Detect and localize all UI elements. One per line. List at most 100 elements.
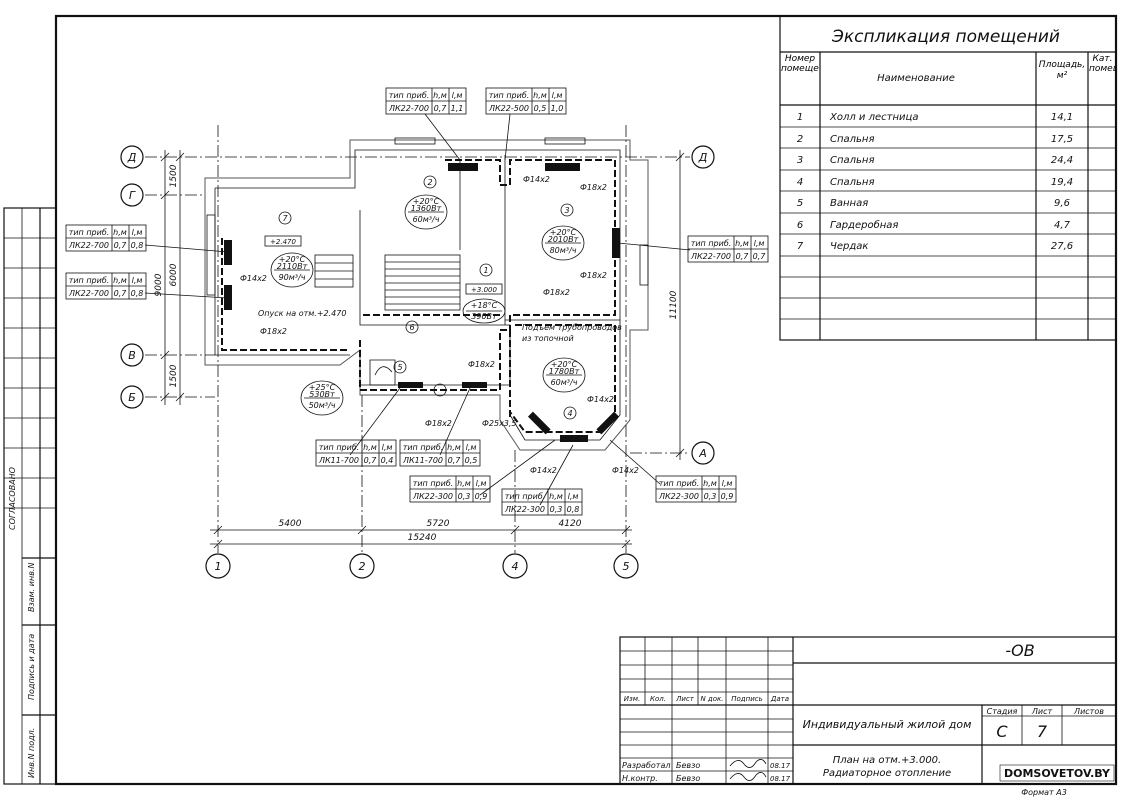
row-num: 7 bbox=[797, 241, 804, 252]
svg-text:0,7: 0,7 bbox=[736, 252, 750, 261]
radiator bbox=[462, 382, 487, 388]
row-name: Спальня bbox=[830, 155, 875, 166]
axis-number: 1 bbox=[215, 560, 222, 573]
row-area: 9,6 bbox=[1054, 198, 1070, 209]
svg-text:0,8: 0,8 bbox=[131, 241, 144, 250]
svg-text:тип приб.: тип приб. bbox=[69, 276, 110, 285]
pipe-label: Ф14х2 bbox=[587, 395, 614, 404]
row-num: 6 bbox=[797, 220, 803, 231]
svg-text:60м³/ч: 60м³/ч bbox=[551, 378, 578, 387]
svg-text:l,м: l,м bbox=[382, 443, 393, 452]
descent-label: Опуск на отм.+2.470 bbox=[258, 309, 346, 318]
svg-text:l,м: l,м bbox=[476, 479, 487, 488]
dim-bottom: 4120 bbox=[559, 519, 582, 529]
room-number: 3 bbox=[564, 206, 569, 215]
agreed-label: СОГЛАСОВАНО bbox=[8, 467, 17, 530]
row-area: 14,1 bbox=[1051, 112, 1073, 123]
dim-left: 1500 bbox=[169, 364, 179, 387]
dim-bottom: 5400 bbox=[279, 519, 302, 529]
pipe-label: Ф14х2 bbox=[612, 466, 639, 475]
svg-text:h,м: h,м bbox=[433, 91, 447, 100]
floor-plan: 2 3 7 1 4 6 5 +20°C 1360Вт 60м³/ч +20°C … bbox=[144, 113, 691, 506]
sheet-label: Лист bbox=[1031, 707, 1053, 716]
pipe-label: Ф18х2 bbox=[580, 271, 607, 280]
object-name: Индивидуальный жилой дом bbox=[803, 718, 972, 731]
svg-text:тип приб.: тип приб. bbox=[489, 91, 530, 100]
room-heat-label: +20°C 1360Вт 60м³/ч bbox=[404, 194, 448, 230]
row-area: 24,4 bbox=[1051, 155, 1073, 166]
dev-date: 08.17 bbox=[770, 762, 791, 770]
svg-text:+20°C: +20°C bbox=[551, 360, 578, 369]
room-heat-label: +20°C 1780Вт 60м³/ч bbox=[542, 357, 586, 393]
riser-label: Подъем трубопроводов bbox=[522, 323, 622, 332]
svg-text:50м³/ч: 50м³/ч bbox=[309, 401, 336, 410]
axis-letter: А bbox=[698, 447, 707, 460]
title-block: Изм. Кол. Лист N док. Подпись Дата -ОВ И… bbox=[619, 636, 1117, 797]
svg-text:тип приб.: тип приб. bbox=[69, 228, 110, 237]
radiator bbox=[224, 240, 232, 265]
svg-text:0,7: 0,7 bbox=[434, 104, 448, 113]
row-name: Холл и лестница bbox=[829, 112, 918, 123]
pipe-label: Ф14х2 bbox=[240, 274, 267, 283]
dim-left: 9000 bbox=[154, 273, 164, 296]
axis-markers: Д Д Г В Б А 1 2 4 5 bbox=[120, 125, 715, 579]
room-number: 5 bbox=[397, 363, 402, 372]
ctrl-date: 08.17 bbox=[770, 775, 791, 783]
ctrl-label: Н.контр. bbox=[622, 774, 658, 783]
axis-number: 4 bbox=[512, 560, 519, 573]
svg-text:0,4: 0,4 bbox=[381, 456, 394, 465]
axis-letter: Д bbox=[698, 151, 708, 164]
riser-label: из топочной bbox=[522, 334, 574, 343]
dim-left: 6000 bbox=[169, 263, 179, 286]
explication-title: Экспликация помещений bbox=[831, 27, 1060, 47]
svg-text:l,м: l,м bbox=[466, 443, 477, 452]
col-label: N док. bbox=[700, 695, 723, 703]
pipe-label: Ф14х2 bbox=[530, 466, 557, 475]
pipe-label: Ф25х3,5 bbox=[482, 419, 517, 428]
level-attic: +2.470 bbox=[270, 238, 296, 246]
radiator bbox=[596, 411, 620, 435]
level-hall: +3.000 bbox=[471, 286, 497, 294]
row-num: 1 bbox=[797, 112, 803, 123]
svg-text:0,3: 0,3 bbox=[458, 492, 471, 501]
room-heat-label: +20°C 2010Вт 80м³/ч bbox=[541, 225, 585, 261]
drawing-title-1: План на отм.+3.000. bbox=[833, 755, 941, 766]
room-number: 6 bbox=[409, 323, 414, 332]
pipe-label: Ф14х2 bbox=[523, 175, 550, 184]
watermark: DOMSOVETOV.BY bbox=[1004, 767, 1111, 780]
svg-text:ЛК11-700: ЛК11-700 bbox=[318, 456, 359, 465]
svg-text:h,м: h,м bbox=[549, 492, 563, 501]
pipe-label: Ф18х2 bbox=[468, 360, 495, 369]
col-label: Изм. bbox=[624, 695, 640, 703]
svg-text:80м³/ч: 80м³/ч bbox=[550, 246, 577, 255]
dim-left: 1500 bbox=[169, 164, 179, 187]
header-area: Площадь, м² bbox=[1038, 60, 1086, 81]
svg-text:l,м: l,м bbox=[132, 228, 143, 237]
svg-text:+20°C: +20°C bbox=[279, 255, 306, 264]
svg-text:2010Вт: 2010Вт bbox=[548, 235, 579, 244]
svg-text:90м³/ч: 90м³/ч bbox=[279, 273, 306, 282]
svg-text:ЛК22-300: ЛК22-300 bbox=[658, 492, 699, 501]
svg-text:ЛК22-300: ЛК22-300 bbox=[412, 492, 453, 501]
radiator bbox=[545, 163, 580, 171]
svg-text:1360Вт: 1360Вт bbox=[411, 204, 442, 213]
svg-text:+20°C: +20°C bbox=[413, 197, 440, 206]
svg-text:0,8: 0,8 bbox=[131, 289, 144, 298]
room-heat-label: +18°C 390Вт bbox=[462, 298, 506, 324]
drawing-title-2: Радиаторное отопление bbox=[823, 768, 951, 779]
svg-text:тип приб.: тип приб. bbox=[319, 443, 360, 452]
svg-text:0,9: 0,9 bbox=[475, 492, 488, 501]
room-heat-label: +25°C 530Вт 50м³/ч bbox=[300, 380, 344, 416]
row-area: 17,5 bbox=[1051, 134, 1073, 145]
svg-text:h,м: h,м bbox=[703, 479, 717, 488]
svg-text:ЛК22-700: ЛК22-700 bbox=[68, 241, 109, 250]
radiator bbox=[612, 228, 620, 258]
axis-letter: Д bbox=[127, 151, 137, 164]
svg-text:+20°C: +20°C bbox=[550, 228, 577, 237]
